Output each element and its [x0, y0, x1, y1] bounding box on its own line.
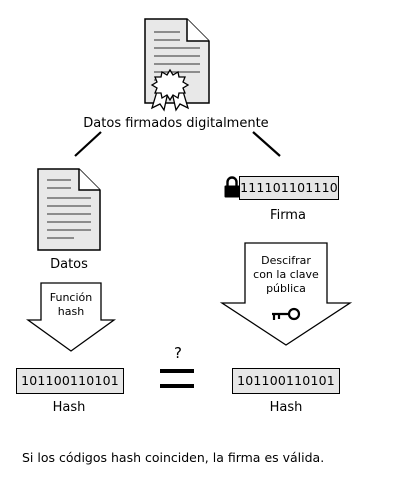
right-hash-box: 101100110101: [232, 368, 340, 394]
decrypt-arrow: [219, 242, 353, 346]
signed-data-label: Datos firmados digitalmente: [83, 116, 269, 131]
hash-function-label-1: Función: [49, 291, 93, 304]
padlock-icon: [224, 176, 240, 198]
key-icon: [272, 307, 301, 321]
connector-lines: [74, 131, 281, 157]
decrypt-label-3: pública: [266, 282, 306, 295]
signed-document-icon: [144, 18, 210, 112]
right-hash-label: Hash: [269, 400, 303, 415]
signature-binary-box: 111101101110: [239, 176, 339, 200]
conclusion-text: Si los códigos hash coinciden, la firma …: [22, 450, 325, 465]
hash-function-label-2: hash: [57, 305, 85, 318]
equals-icon: [160, 369, 194, 388]
data-label: Datos: [50, 257, 88, 272]
hash-function-arrow: [25, 282, 117, 352]
decrypt-label-1: Descifrar: [261, 254, 311, 267]
decrypt-label-2: con la clave: [253, 268, 319, 281]
document-icon: [37, 168, 101, 251]
left-hash-label: Hash: [52, 400, 86, 415]
left-hash-box: 101100110101: [16, 368, 124, 394]
signature-label: Firma: [270, 208, 306, 223]
comparison-question-mark: ?: [174, 344, 182, 362]
